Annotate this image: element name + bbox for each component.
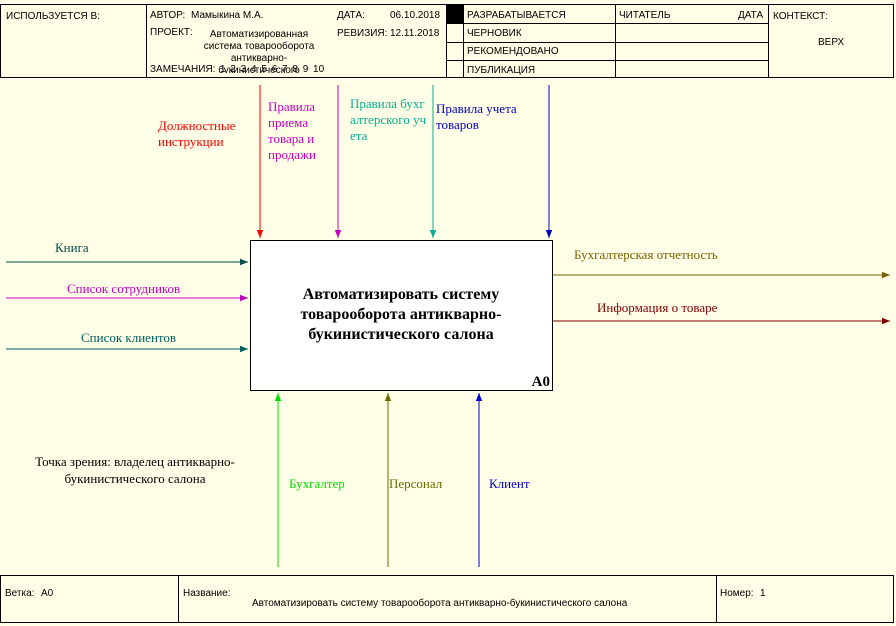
- input-label-book: Книга: [55, 240, 89, 255]
- author-value: Мамыкина М.А.: [191, 10, 264, 21]
- project-name: Автоматизированная система товарооборота…: [193, 29, 325, 73]
- name-value: Автоматизировать систему товарооборота а…: [252, 598, 628, 609]
- control-label-goods-rules: Правила учета товаров: [436, 101, 517, 132]
- status-draft: ЧЕРНОВИК: [467, 28, 522, 39]
- status-recommended: РЕКОМЕНДОВАНО: [467, 46, 559, 57]
- output-label-goods-info: Информация о товаре: [597, 300, 718, 315]
- reader-label: ЧИТАТЕЛЬ: [619, 10, 671, 21]
- project-name-line: Автоматизированная: [209, 29, 309, 40]
- notes-label: ЗАМЕЧАНИЯ:: [150, 64, 218, 75]
- project-name-line: букинистического: [218, 65, 300, 73]
- revision-label: РЕВИЗИЯ:: [337, 28, 388, 39]
- date-value: 06.10.2018: [390, 10, 441, 21]
- activity-title: Автоматизировать систему товарооборота а…: [250, 240, 552, 390]
- number-value: 1: [760, 588, 766, 599]
- activity-node-number: A0: [531, 374, 550, 390]
- branch-label: Ветка:: [5, 588, 35, 599]
- project-name-line: система товарооборота: [203, 41, 315, 52]
- name-label: Название:: [183, 588, 231, 599]
- project-label: ПРОЕКТ:: [150, 27, 193, 38]
- author-label: АВТОР:: [150, 10, 186, 21]
- date-label: ДАТА:: [337, 10, 365, 21]
- activity-box-a0[interactable]: [250, 240, 553, 391]
- status-working: РАЗРАБАТЫВАЕТСЯ: [467, 10, 566, 21]
- context-label: КОНТЕКСТ:: [773, 11, 828, 22]
- input-label-employees: Список сотрудников: [67, 281, 181, 296]
- viewpoint-note: Точка зрения: владелец антикварно-букини…: [35, 454, 235, 486]
- number-label: Номер:: [720, 588, 754, 599]
- reader-date-label: ДАТА: [738, 10, 764, 21]
- notes-value: 1 2 3 4 5 6 7 8 9 10: [220, 64, 325, 75]
- status-marker: [447, 5, 463, 23]
- input-label-clients: Список клиентов: [81, 330, 177, 345]
- footer-frame: [0, 575, 894, 623]
- control-label-accounting-rules: Правила бухгалтерского учета: [350, 96, 427, 143]
- control-label-sales-rules: Правила приема товара и продажи: [268, 99, 316, 162]
- revision-value: 12.11.2018: [390, 28, 440, 39]
- output-label-accounting-report: Бухгалтерская отчетность: [574, 247, 718, 262]
- used-in-label: ИСПОЛЬЗУЕТСЯ В:: [6, 11, 101, 22]
- activity-title-text: Автоматизировать систему товарооборота а…: [300, 286, 502, 343]
- project-name-line: антикварно-: [230, 53, 288, 64]
- status-publication: ПУБЛИКАЦИЯ: [467, 65, 536, 76]
- mechanism-label-client: Клиент: [489, 476, 530, 491]
- branch-value: A0: [41, 588, 54, 599]
- mechanism-label-accountant: Бухгалтер: [289, 476, 345, 491]
- header-frame: [0, 4, 894, 78]
- context-value: ВЕРХ: [818, 37, 845, 48]
- control-label-job-instructions: Должностные инструкции: [158, 118, 236, 149]
- mechanism-label-staff: Персонал: [389, 476, 443, 491]
